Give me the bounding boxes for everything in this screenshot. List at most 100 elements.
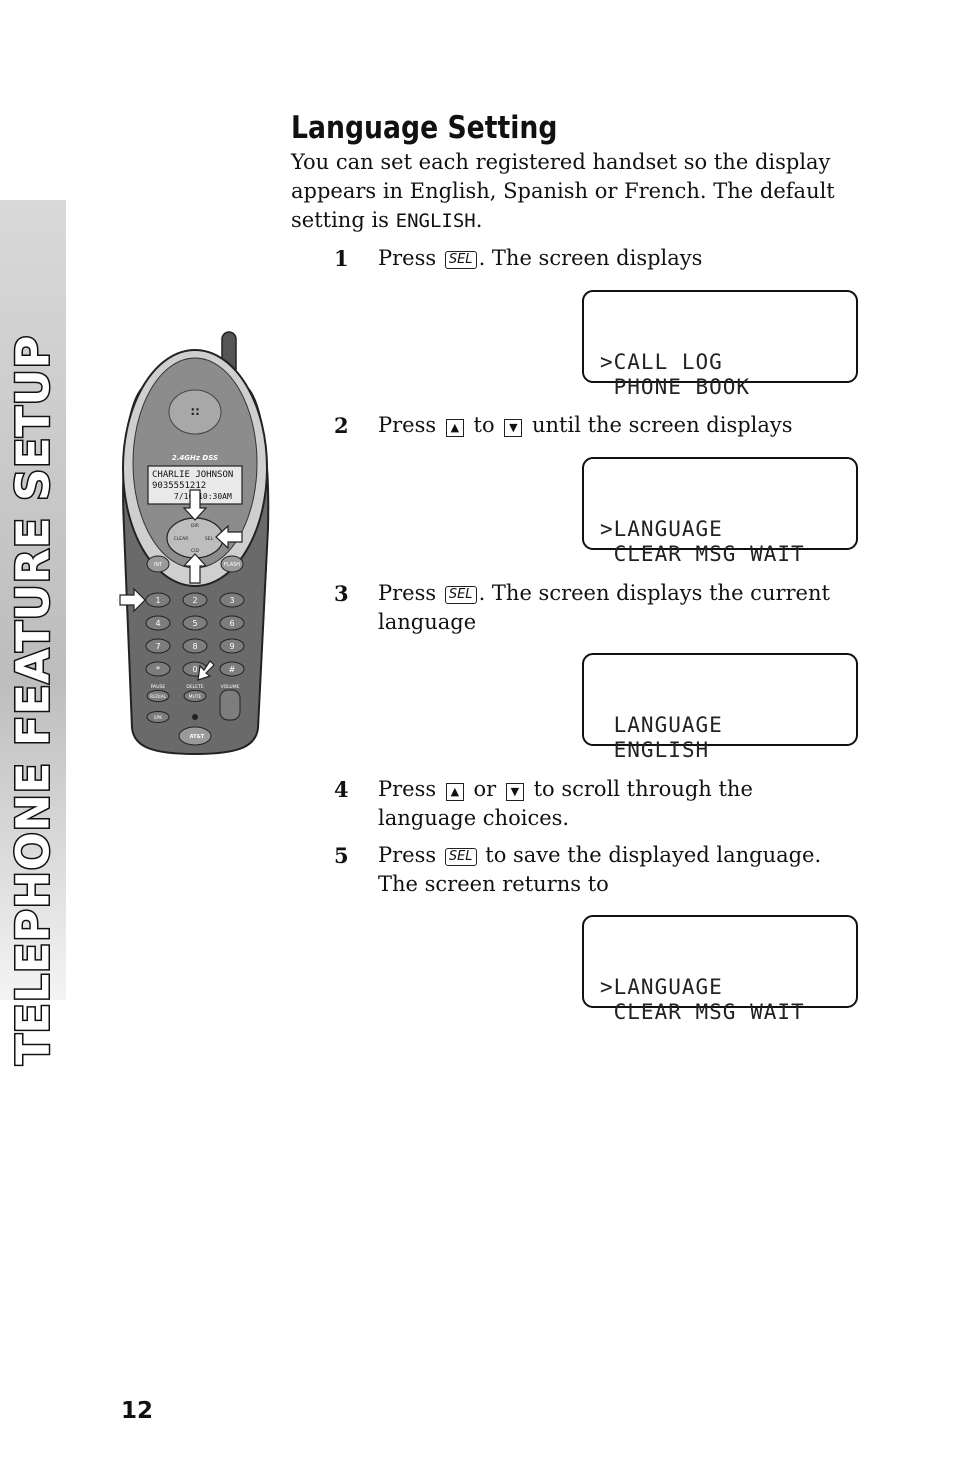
- display-line-2: 9035551212: [152, 481, 206, 491]
- nav-cid-label: CID: [191, 548, 199, 554]
- int-key: [146, 555, 170, 573]
- sel-key-icon: SEL: [444, 848, 477, 866]
- press-label: Press: [378, 413, 437, 437]
- lcd-line-1: LANGUAGE: [600, 713, 723, 737]
- lcd-screen-call-log: >CALL LOG PHONE BOOK: [582, 290, 858, 399]
- step-number: 4: [334, 777, 349, 802]
- step-instruction-line-2: language: [378, 610, 477, 634]
- pointer-arrow-right-icon: [119, 587, 146, 613]
- keypad-key: [182, 615, 208, 631]
- press-label: Press: [378, 246, 437, 270]
- step-instruction-line-2: The screen returns to: [378, 872, 609, 896]
- keypad-key: [182, 592, 208, 608]
- keypad-key: [145, 615, 171, 631]
- display-line-1: CHARLIE JOHNSON: [152, 470, 233, 480]
- intro-paragraph: You can set each registered handset so t…: [291, 148, 851, 236]
- keypad-key-label: 2: [192, 596, 197, 605]
- step-connector: to: [473, 413, 495, 437]
- step-number: 2: [334, 413, 349, 438]
- section-side-tab: TELEPHONE FEATURE SETUP: [0, 200, 66, 1066]
- page-number: 12: [121, 1398, 154, 1424]
- down-arrow-key-icon: ▼: [504, 419, 523, 437]
- step-instruction: until the screen displays: [532, 413, 793, 437]
- spk-key-label: SPK: [154, 715, 164, 721]
- keypad-key: [182, 638, 208, 654]
- page-title: Language Setting: [291, 110, 558, 146]
- press-label: Press: [378, 777, 437, 801]
- step-text: Press SEL to save the displayed language…: [378, 841, 848, 899]
- keypad-key-label: 7: [155, 642, 160, 651]
- lcd-line-1: >CALL LOG: [600, 350, 723, 374]
- press-label: Press: [378, 843, 437, 867]
- lcd-screen-language-menu: >LANGUAGE CLEAR MSG WAIT: [582, 457, 858, 566]
- lcd-line-2: CLEAR MSG WAIT: [600, 1000, 805, 1024]
- step-instruction-line-2: language choices.: [378, 806, 570, 830]
- up-arrow-key-icon: ▲: [445, 419, 464, 437]
- keypad-key: [145, 661, 171, 677]
- nav-dir-label: DIR: [191, 523, 199, 529]
- microphone-icon: [192, 714, 198, 720]
- keypad-key-label: 5: [192, 619, 197, 628]
- keypad: 1 2 3 4 5 6 7 8 9 * 0 #: [145, 592, 245, 677]
- redial-key-label: REDIAL: [150, 694, 167, 700]
- step-number: 3: [334, 581, 349, 606]
- keypad-key-label: 3: [229, 596, 234, 605]
- brand-logo-label: AT&T: [190, 734, 205, 740]
- up-arrow-key-icon: ▲: [445, 783, 464, 801]
- keypad-key-label: 8: [192, 642, 197, 651]
- flash-key: [220, 555, 244, 573]
- section-side-tab-label: TELEPHONE FEATURE SETUP: [5, 334, 61, 1067]
- step-text: Press SEL. The screen displays the curre…: [378, 579, 848, 637]
- spk-key: [146, 711, 170, 723]
- display-line-3: 7/10 10:30AM: [174, 492, 232, 501]
- step-text: Press ▲ to ▼ until the screen displays: [378, 411, 848, 440]
- lcd-line-1: >LANGUAGE: [600, 517, 723, 541]
- pointer-arrow-diagonal-icon: [197, 660, 215, 681]
- pointer-arrow-left-icon: [215, 524, 243, 550]
- press-label: Press: [378, 581, 437, 605]
- keypad-key: [219, 661, 245, 677]
- step-instruction: to scroll through the: [533, 777, 753, 801]
- step-instruction: to save the displayed language.: [485, 843, 822, 867]
- keypad-key: [219, 592, 245, 608]
- keypad-key-label: 4: [155, 619, 160, 628]
- keypad-key: [145, 638, 171, 654]
- delete-label: DELETE: [186, 684, 203, 690]
- volume-rocker: [219, 689, 241, 721]
- mute-key-label: MUTE: [189, 694, 202, 700]
- step-number: 1: [334, 246, 349, 271]
- keypad-key-label: 9: [229, 642, 234, 651]
- earpiece: [168, 389, 222, 435]
- default-language-value: ENGLISH: [395, 210, 476, 232]
- nav-sel-label: SEL: [205, 536, 214, 542]
- pointer-arrow-down-icon: [182, 489, 208, 521]
- step-number: 5: [334, 843, 349, 868]
- intro-line-3-prefix: setting is: [291, 208, 396, 232]
- step-instruction: . The screen displays the current: [478, 581, 830, 605]
- keypad-key-label: 6: [229, 619, 234, 628]
- handset-illustration: ∷ 2.4GHz DSS CHARLIE JOHNSON 9035551212 …: [119, 331, 270, 756]
- intro-line-1: You can set each registered handset so t…: [291, 150, 831, 174]
- flash-key-label: FLASH: [224, 562, 240, 568]
- keypad-key-label: 1: [155, 596, 160, 605]
- sel-key-icon: SEL: [444, 251, 477, 269]
- lcd-line-2: PHONE BOOK: [600, 375, 751, 399]
- keypad-key-label: *: [156, 665, 160, 674]
- step-connector: or: [473, 777, 497, 801]
- step-instruction: . The screen displays: [478, 246, 703, 270]
- mute-key: [183, 690, 207, 702]
- keypad-key-label: 0: [192, 665, 197, 674]
- lcd-screen-current-language: LANGUAGE ENGLISH: [582, 653, 858, 762]
- keypad-key-label: #: [229, 665, 236, 674]
- intro-line-2: appears in English, Spanish or French. T…: [291, 179, 835, 203]
- redial-key: [146, 690, 170, 702]
- lcd-line-1: >LANGUAGE: [600, 975, 723, 999]
- intro-line-3-suffix: .: [475, 208, 483, 232]
- lcd-line-2: CLEAR MSG WAIT: [600, 542, 805, 566]
- lcd-line-2: ENGLISH: [600, 738, 710, 762]
- volume-label: VOLUME: [221, 684, 240, 690]
- pointer-arrow-up-icon: [182, 553, 208, 584]
- brand-logo: [178, 726, 212, 746]
- band-label: 2.4GHz DSS: [172, 454, 218, 462]
